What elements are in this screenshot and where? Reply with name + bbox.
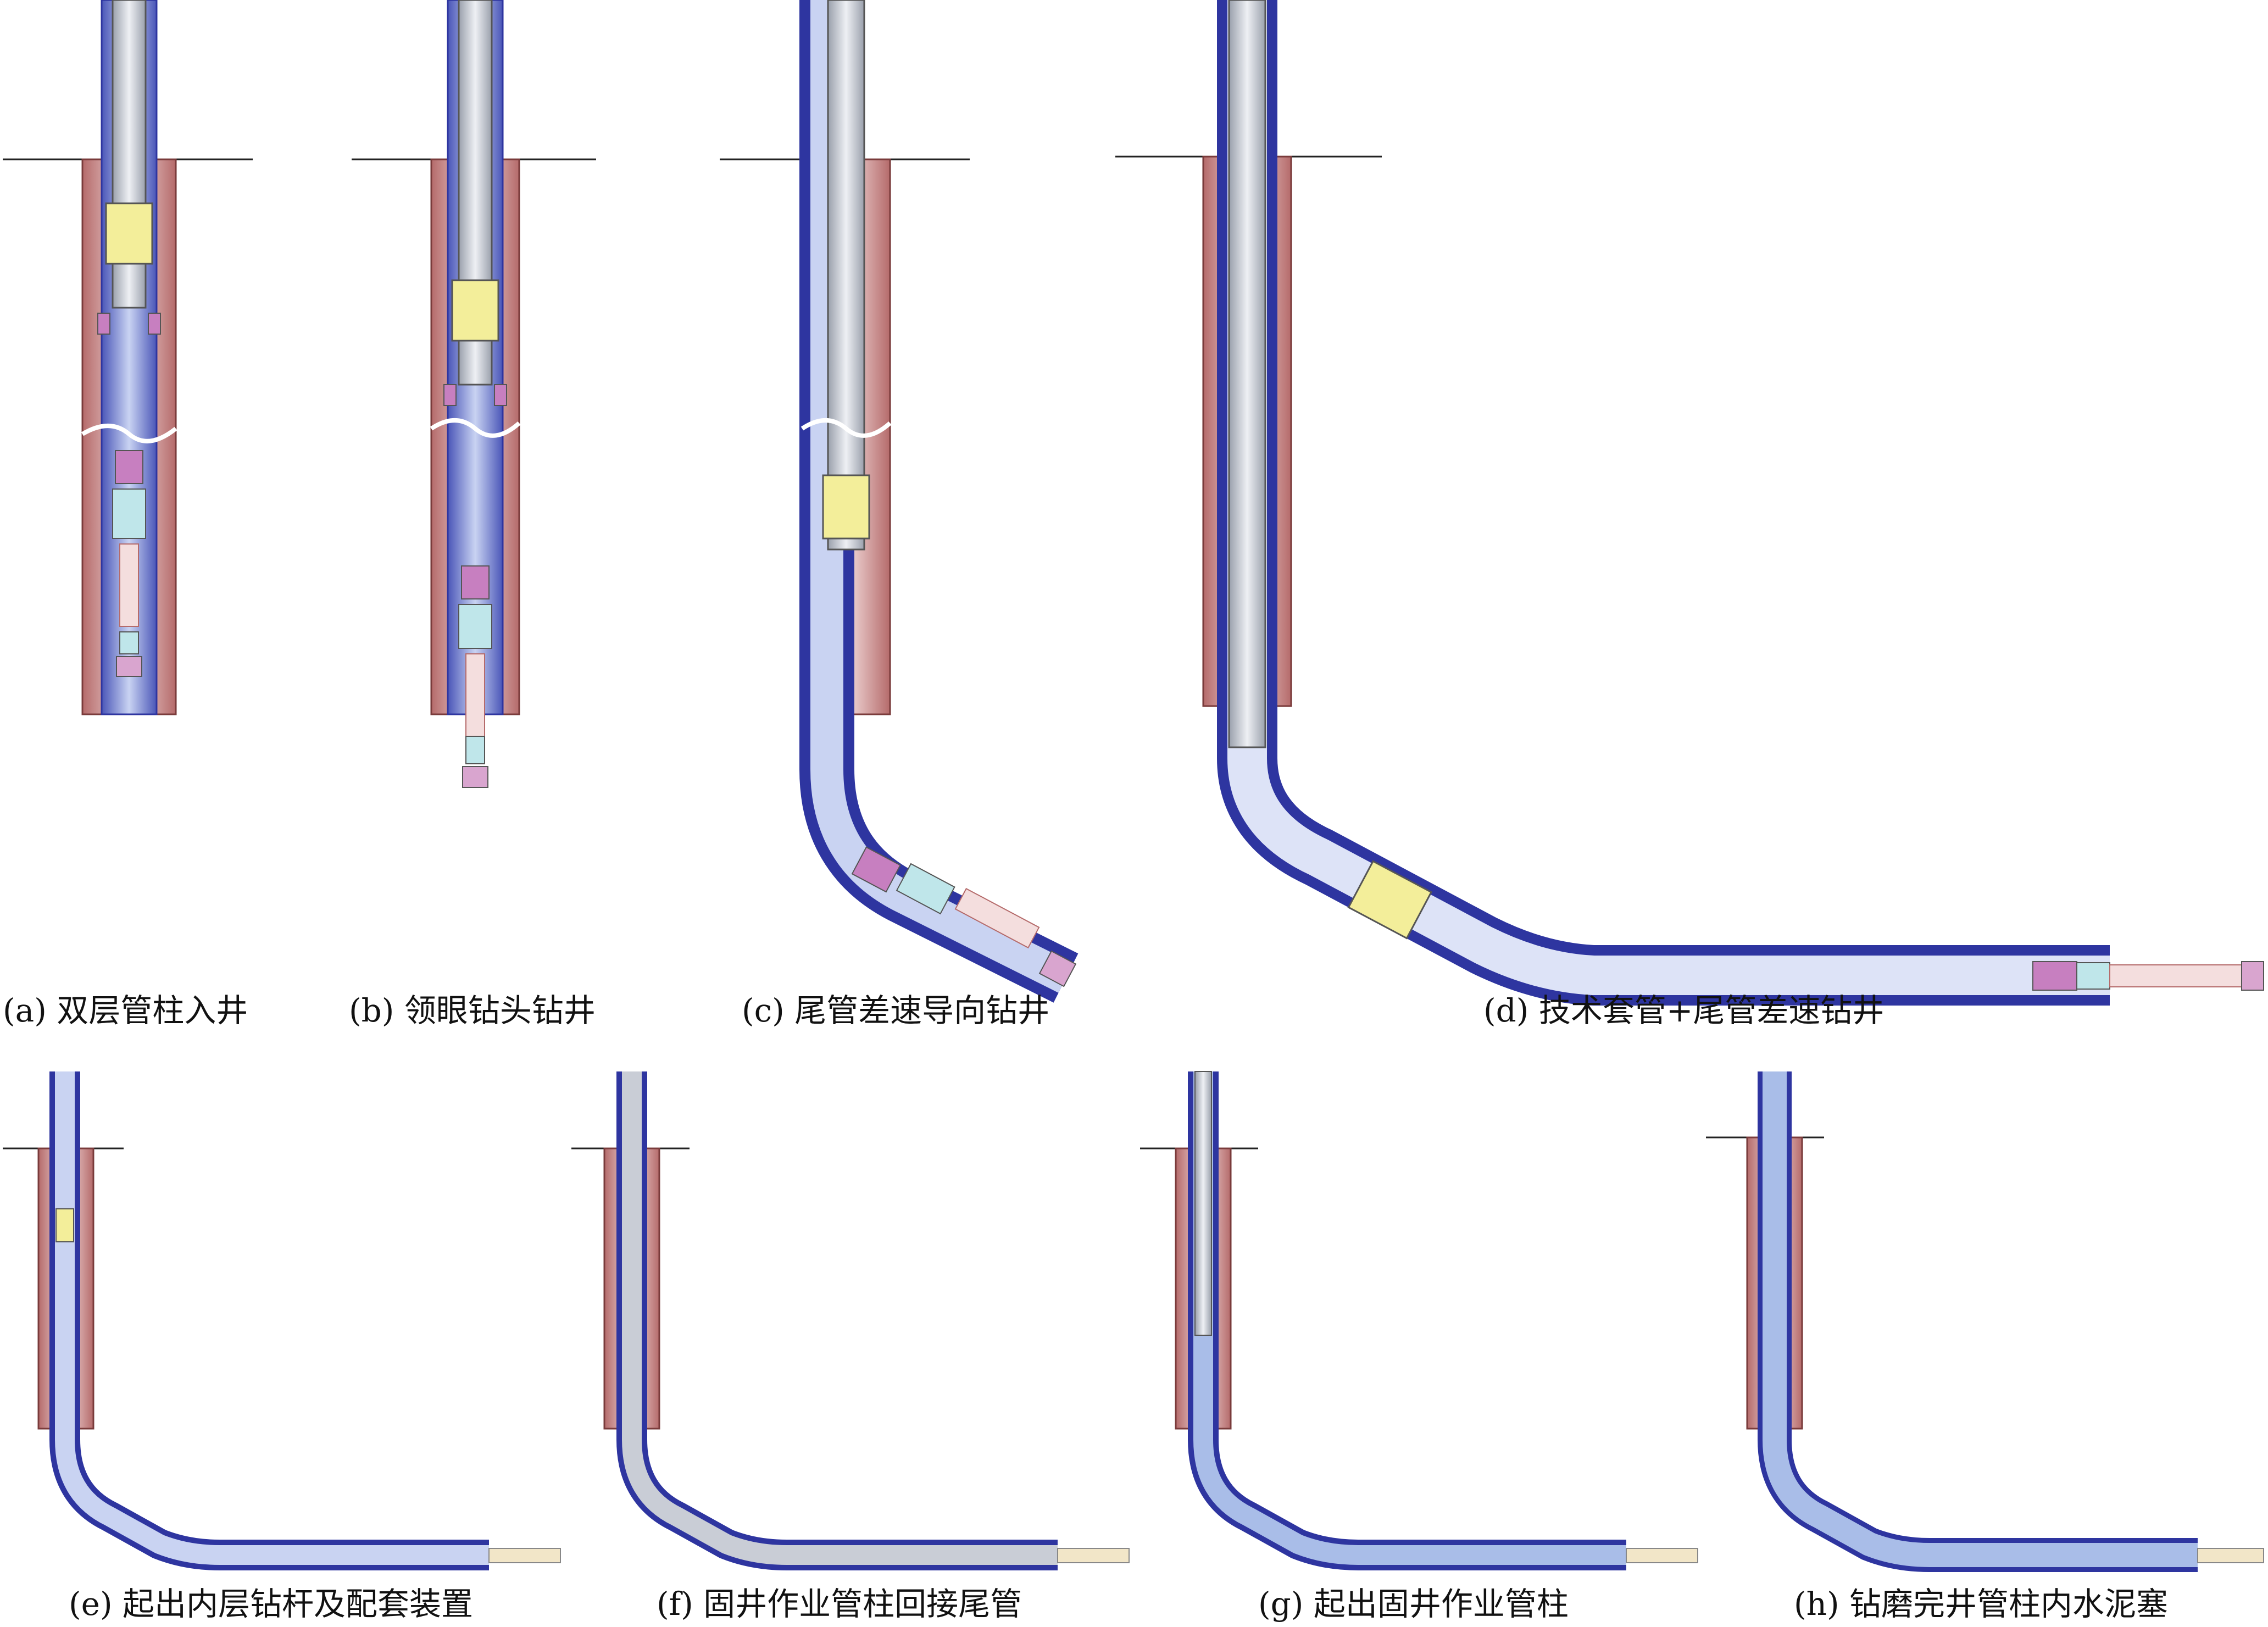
liner-bore [1227,0,2110,995]
centralizer [494,384,507,406]
cementing-string [622,1071,1058,1565]
mwd-tool [2076,962,2110,990]
mwd-tool [458,604,492,649]
liner-hanger [55,1208,74,1242]
mud-motor [2032,961,2077,991]
liner-hanger [451,279,499,342]
underreamer [2109,964,2242,987]
open-hole-extension [1057,1548,1130,1563]
open-hole-extension [488,1548,561,1563]
liner-hanger [1347,860,1433,940]
pilot-bit [2241,961,2264,991]
mud-motor [461,565,490,599]
caption-panel-c: (c) 尾管差速导向钻井 [742,992,1050,1029]
caption-panel-f: (f) 固井作业管柱回接尾管 [657,1585,1022,1623]
open-hole-extension [1626,1548,1698,1563]
pilot-bit [462,766,488,788]
caption-panel-a: (a) 双层管柱入井 [3,992,248,1029]
pilot-bit [116,656,142,677]
break-mark [801,418,892,438]
break-mark [81,424,177,443]
underreamer [119,543,139,627]
liner-string-curve [1188,1071,1626,1570]
inner-drill-pipe [827,0,865,551]
caption-panel-e: (e) 起出内层钻杆及配套装置 [69,1585,474,1623]
panel-d-drawing [1115,0,2264,1006]
liner-string-curve [1217,0,2110,1006]
liner-string-curve [616,1071,1058,1570]
inner-drill-pipe [1228,0,1266,748]
pilot-sub [465,736,485,764]
caption-panel-d: (d) 技术套管+尾管差速钻井 [1483,992,1885,1029]
panel-b-drawing [352,0,596,788]
cementing-string [1194,1071,1212,1336]
pilot-sub [119,631,139,654]
liner-string-curve [49,1071,489,1570]
underreamer [465,653,485,737]
liner-bore [55,1071,489,1565]
caption-panel-h: (h) 钻磨完井管柱内水泥塞 [1794,1585,2169,1623]
underreamer [954,887,1040,949]
mud-motor [851,846,901,893]
mwd-tool [896,863,955,915]
open-hole-extension [2197,1548,2264,1563]
liner-string-curve [1758,1071,2198,1572]
cement-fluid [1193,1071,1626,1565]
liner-hanger [105,202,153,265]
pilot-bit [1038,950,1077,987]
centralizer [97,313,110,335]
liner-hanger [822,474,870,540]
mud-motor [115,450,143,484]
break-mark [430,418,521,438]
panel-f-drawing [571,1071,1130,1570]
panel-g-drawing [1140,1071,1698,1570]
caption-panel-g: (g) 起出固井作业管柱 [1258,1585,1569,1623]
centralizer [443,384,457,406]
panel-e-drawing [3,1071,561,1570]
mwd-tool [112,488,146,539]
panel-a-drawing [3,0,253,715]
panel-c-drawing [720,0,1079,1003]
caption-panel-b: (b) 领眼钻头钻井 [349,992,596,1029]
completion-bore [1763,1071,2198,1567]
centralizer [148,313,161,335]
panel-h-drawing [1706,1071,2264,1572]
